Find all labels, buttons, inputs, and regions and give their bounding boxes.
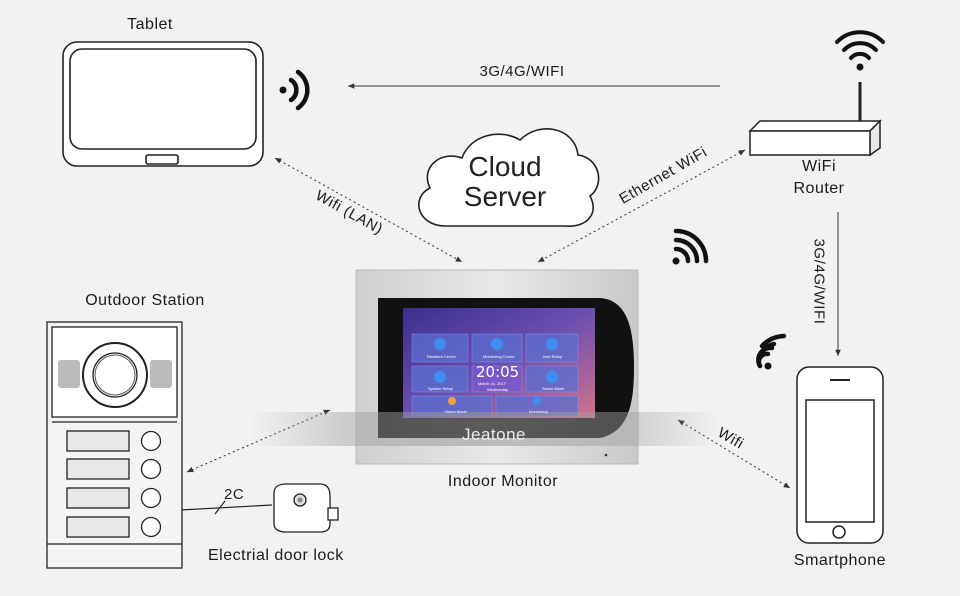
tile-scene: Scene Mode — [542, 386, 565, 391]
line-outdoor-lock — [179, 504, 273, 511]
label-link-top: 3G/4G/WIFI — [479, 63, 565, 80]
router-wifi-icon — [835, 30, 885, 71]
connection-lines — [179, 83, 841, 515]
label-door-lock: Electrial door lock — [208, 547, 344, 564]
line-phone-monitor — [677, 419, 791, 489]
router-device — [748, 82, 882, 157]
line-router-monitor — [537, 149, 746, 263]
tile-monitoring: Monitoring — [529, 409, 548, 414]
monitor-reflection — [250, 412, 720, 446]
label-wire-2c: 2C — [224, 486, 245, 503]
label-smartphone: Smartphone — [793, 552, 887, 569]
cloud-label: Cloud Server — [455, 152, 555, 212]
monitor-wifi-icon — [672, 228, 709, 265]
line-tablet-monitor — [274, 157, 463, 263]
monitor-date: March 16, 2017 — [478, 381, 506, 386]
phone-wifi-icon — [756, 333, 787, 370]
tablet-device — [62, 41, 264, 167]
monitor-clock: 20:05 — [476, 363, 520, 381]
tile-monitoring-center: Monitoring Center — [483, 354, 515, 359]
label-tablet: Tablet — [127, 16, 173, 33]
label-router-2: Router — [793, 180, 845, 197]
line-outdoor-monitor — [186, 409, 331, 473]
wifi-signal-icon — [279, 69, 310, 111]
monitor-weekday: Wednesday — [487, 387, 509, 392]
label-outdoor-station: Outdoor Station — [85, 292, 205, 309]
tile-intel: Intel Setup — [543, 354, 563, 359]
tile-resident: Resident Center — [427, 354, 456, 359]
monitor-brand: Jeatone — [462, 425, 526, 444]
smartphone-device — [796, 366, 884, 544]
wire-tick — [214, 500, 226, 515]
tile-home: Home Mode — [445, 409, 467, 414]
door-lock-device — [273, 483, 339, 533]
label-indoor-monitor: Indoor Monitor — [447, 473, 559, 490]
label-router-1: WiFi — [802, 158, 836, 175]
cloud-line2: Server — [463, 181, 547, 212]
cloud-line1: Cloud — [468, 151, 542, 182]
label-link-router-phone: 3G/4G/WIFI — [810, 238, 828, 325]
monitor-tiles — [411, 333, 579, 417]
tile-system: System Setup — [428, 386, 453, 391]
outdoor-station-device — [46, 321, 183, 569]
